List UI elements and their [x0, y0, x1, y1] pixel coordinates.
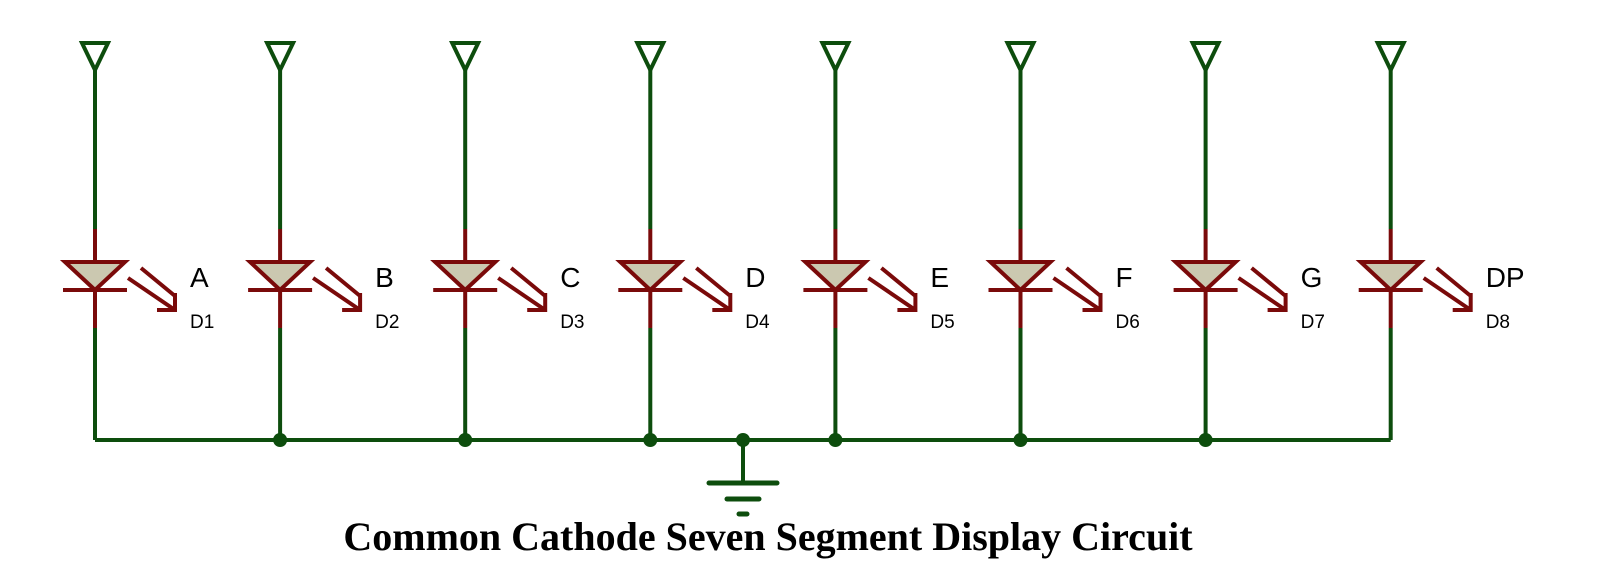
power-terminal-icon: [1189, 41, 1222, 75]
led-ref-label: D6: [1116, 312, 1140, 333]
segment-label: E: [930, 262, 949, 293]
light-emission-arrow-icon: [1052, 266, 1103, 312]
light-emission-arrow-icon: [126, 266, 177, 312]
junction-dot: [273, 433, 288, 447]
led-ref-label: D8: [1486, 312, 1510, 333]
diagram-title: Common Cathode Seven Segment Display Cir…: [343, 514, 1193, 559]
light-emission-arrow-icon: [682, 266, 733, 312]
light-emission-arrow-icon: [311, 266, 363, 312]
light-emission-arrow-icon: [1237, 266, 1288, 312]
led-d4: D D4: [615, 41, 770, 440]
power-terminal-icon: [1004, 41, 1037, 75]
led-d5: E D5: [800, 41, 955, 440]
led-ref-label: D2: [375, 312, 399, 333]
led-diode-icon: [985, 260, 1056, 293]
segment-label: A: [190, 262, 209, 293]
led-d2: B D2: [245, 41, 399, 440]
segment-label: C: [560, 262, 580, 293]
led-diode-icon: [615, 260, 686, 293]
segment-label: B: [375, 262, 394, 293]
segment-label: F: [1116, 262, 1133, 293]
junction-dot: [1013, 433, 1028, 447]
segment-label: D: [745, 262, 765, 293]
led-diode-icon: [1170, 260, 1241, 293]
led-diode-icon: [430, 260, 501, 293]
light-emission-arrow-icon: [867, 266, 918, 312]
power-terminal-icon: [634, 41, 667, 75]
power-terminal-icon: [78, 41, 112, 75]
segment-label: DP: [1486, 262, 1525, 293]
led-ref-label: D3: [560, 312, 584, 333]
led-ref-label: D1: [190, 312, 214, 333]
light-emission-arrow-icon: [1422, 266, 1473, 312]
junction-dot: [643, 433, 658, 447]
led-ref-label: D7: [1301, 312, 1325, 333]
led-ref-label: D4: [745, 312, 770, 333]
power-terminal-icon: [449, 41, 482, 75]
junction-dot: [458, 433, 473, 447]
junction-dot: [828, 433, 843, 447]
led-diode-icon: [1355, 260, 1426, 293]
power-terminal-icon: [263, 41, 297, 75]
led-d3: C D3: [430, 41, 584, 440]
led-diode-icon: [59, 260, 131, 293]
ground-icon: [706, 440, 780, 517]
light-emission-arrow-icon: [497, 266, 548, 312]
led-diode-icon: [800, 260, 871, 293]
led-d1: A D1: [59, 41, 214, 440]
segment-label: G: [1301, 262, 1323, 293]
power-terminal-icon: [819, 41, 852, 75]
led-d8: DP D8: [1355, 41, 1525, 440]
power-terminal-icon: [1374, 41, 1407, 75]
led-diode-icon: [245, 260, 316, 293]
junction-dot: [1198, 433, 1213, 447]
led-ref-label: D5: [930, 312, 954, 333]
led-d6: F D6: [985, 41, 1140, 440]
led-d7: G D7: [1170, 41, 1325, 440]
